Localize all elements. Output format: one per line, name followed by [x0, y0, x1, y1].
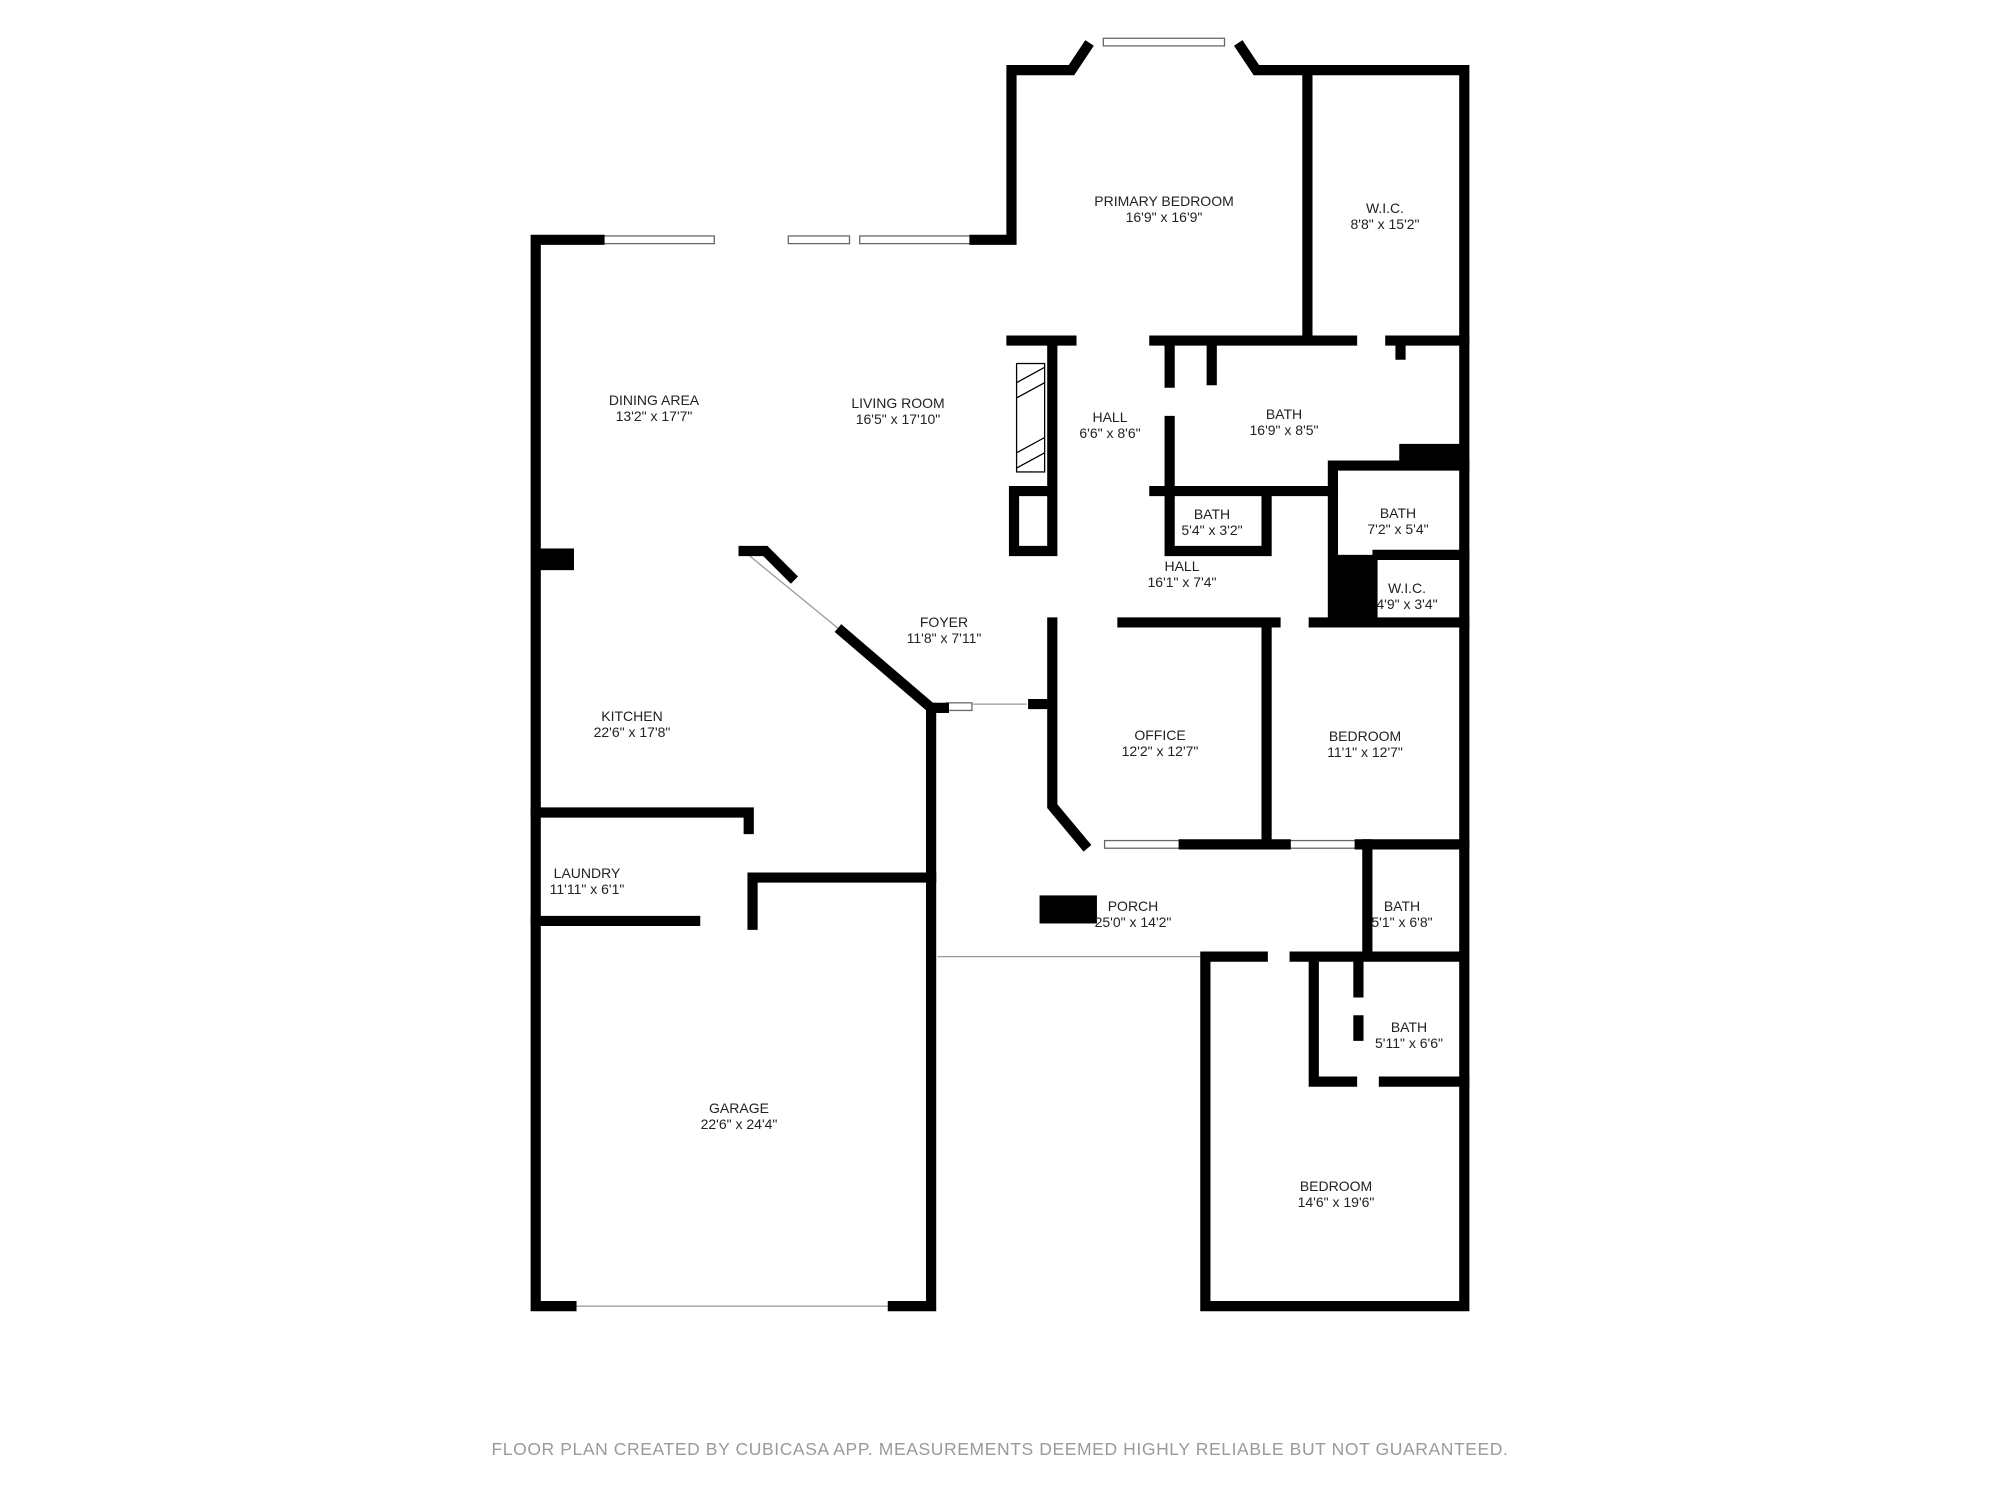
windows	[531, 37, 1469, 1219]
room-label-wic-2: W.I.C.4'9" x 3'4"	[1376, 580, 1438, 612]
thin-lines	[571, 550, 1206, 1307]
walls	[530, 40, 1470, 1312]
fireplace	[1015, 362, 1046, 473]
disclaimer-footer: FLOOR PLAN CREATED BY CUBICASA APP. MEAS…	[491, 1439, 1509, 1459]
room-label-wic: W.I.C.8'8" x 15'2"	[1350, 200, 1420, 232]
